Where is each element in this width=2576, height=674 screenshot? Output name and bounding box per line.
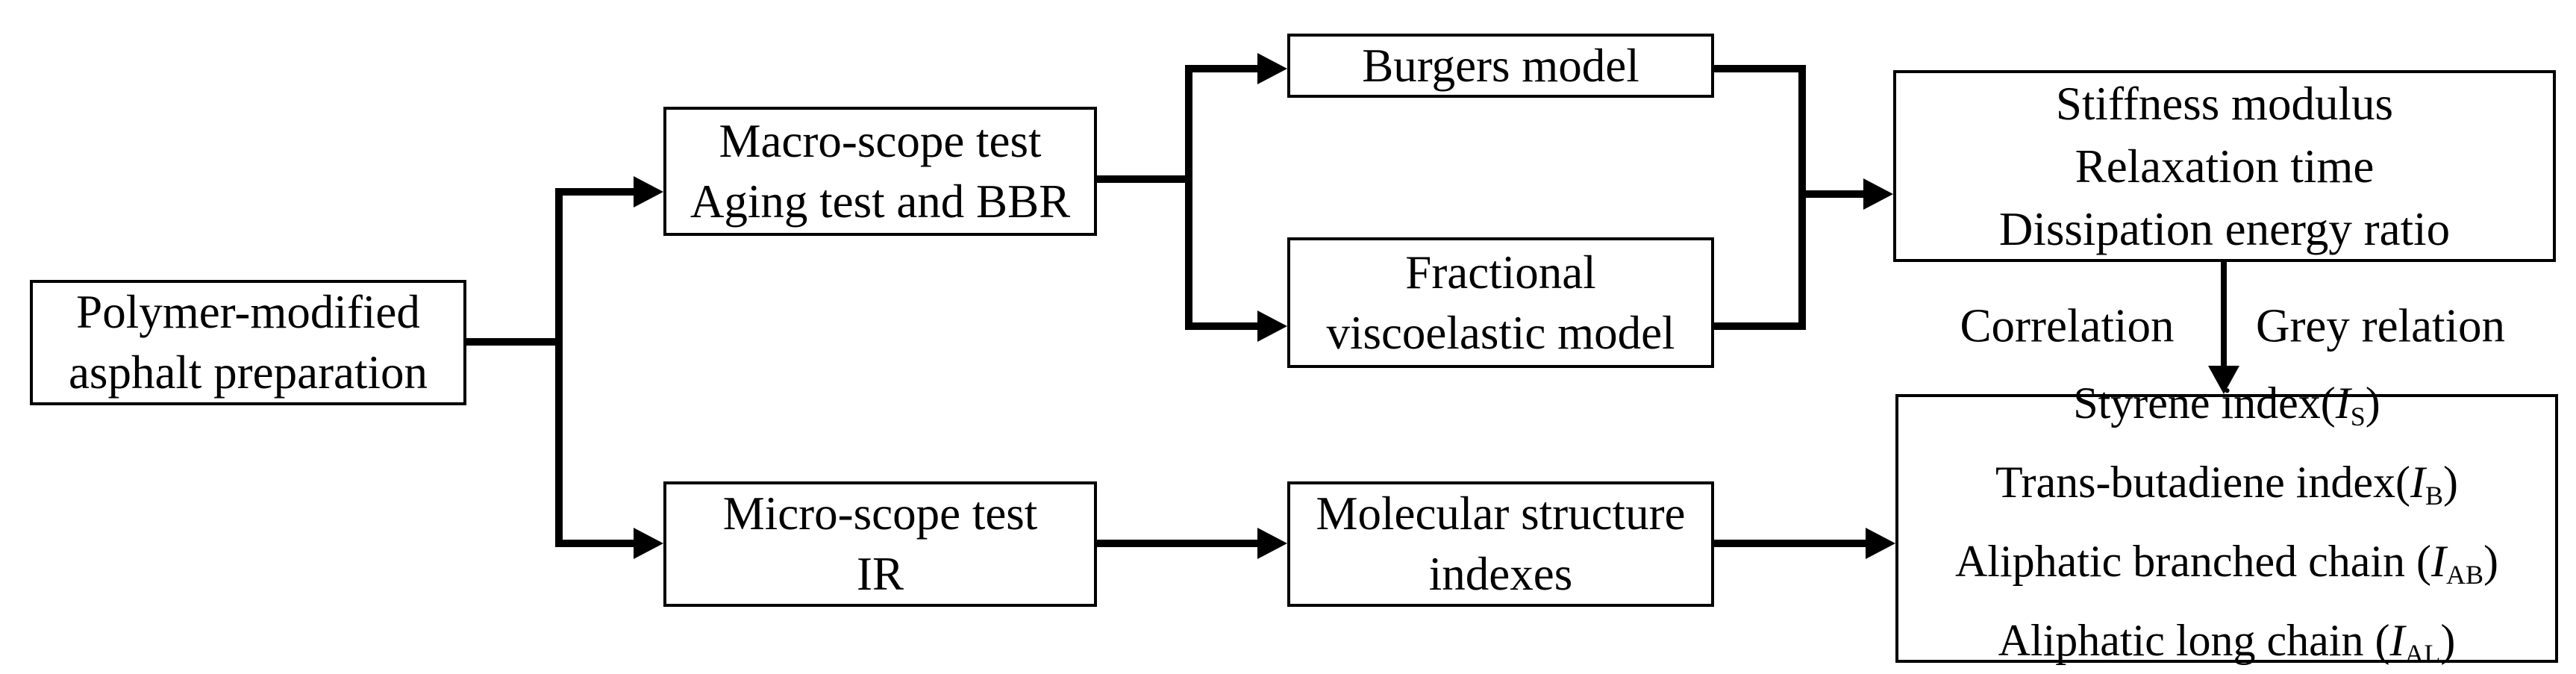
fractional-viscoelastic-model-box: Fractional viscoelastic model (1287, 237, 1714, 368)
connector-burgers-exit (1714, 65, 1806, 72)
arrow-head-icon (2208, 366, 2239, 394)
box-text-line: Stiffness modulus (2055, 77, 2394, 130)
connector-to-micro (555, 540, 637, 547)
connector-polymer-exit (466, 338, 563, 346)
arrow-head-icon (1866, 528, 1895, 559)
box-text-line: indexes (1428, 548, 1573, 600)
polymer-preparation-box: Polymer-modified asphalt preparation (30, 280, 466, 405)
box-text-line: Fractional (1405, 246, 1596, 299)
connector-to-macro-results (1798, 190, 1866, 198)
molecular-structure-indexes-box: Molecular structure indexes (1287, 481, 1714, 607)
index-line-branched-chain: Aliphatic branched chain (IAB) (1954, 537, 2499, 590)
box-text-line: Aging test and BBR (690, 175, 1071, 228)
connector-micro-to-molecular (1097, 540, 1260, 547)
index-subscript: AL (2404, 639, 2441, 670)
index-subscript: AB (2446, 560, 2484, 590)
macro-scope-test-box: Macro-scope test Aging test and BBR (663, 107, 1097, 236)
box-text-line: viscoelastic model (1326, 306, 1675, 359)
arrow-head-icon (1257, 311, 1287, 342)
box-text-line: Dissipation energy ratio (1998, 202, 2451, 255)
micro-results-box: Styrene index(IS) Trans-butadiene index(… (1895, 378, 2558, 669)
connector-to-macro (555, 188, 637, 196)
box-text-line: Micro-scope test (722, 487, 1038, 540)
box-text-line: asphalt preparation (68, 346, 428, 399)
box-text-line: IR (857, 548, 904, 600)
arrow-head-icon (634, 528, 663, 559)
index-line-styrene: Styrene index(IS) (2073, 378, 2380, 431)
burgers-model-box: Burgers model (1287, 34, 1714, 98)
index-symbol: I (2335, 378, 2351, 428)
connector-results-vertical (2221, 260, 2227, 367)
connector-molecular-to-micro-results (1714, 540, 1868, 547)
index-subscript: S (2350, 401, 2366, 431)
connector-to-burgers (1185, 65, 1260, 72)
box-text-line: Relaxation time (2075, 140, 2375, 193)
arrow-head-icon (1257, 53, 1287, 84)
index-line-long-chain: Aliphatic long chain (IAL) (1998, 616, 2456, 670)
index-symbol: I (2389, 616, 2405, 666)
connector-split-vertical (555, 189, 563, 547)
connector-to-fractional (1185, 322, 1260, 330)
connector-macro-exit (1097, 175, 1192, 183)
grey-relation-label: Grey relation (2255, 299, 2506, 352)
micro-scope-test-box: Micro-scope test IR (663, 481, 1097, 607)
arrow-head-icon (1863, 178, 1893, 210)
connector-model-split-vertical (1185, 65, 1192, 330)
box-text-line: Burgers model (1362, 40, 1639, 92)
box-text-line: Molecular structure (1316, 487, 1686, 540)
index-symbol: I (2410, 457, 2425, 507)
arrow-head-icon (1257, 528, 1287, 559)
index-line-butadiene: Trans-butadiene index(IB) (1995, 457, 2458, 511)
connector-fractional-exit (1714, 322, 1806, 330)
box-text-line: Polymer-modified (76, 286, 420, 338)
correlation-label: Correlation (1960, 299, 2175, 352)
box-text-line: Macro-scope test (719, 114, 1042, 167)
index-subscript: B (2425, 481, 2443, 511)
macro-results-box: Stiffness modulus Relaxation time Dissip… (1893, 70, 2556, 262)
arrow-head-icon (634, 176, 663, 207)
index-symbol: I (2431, 537, 2447, 586)
